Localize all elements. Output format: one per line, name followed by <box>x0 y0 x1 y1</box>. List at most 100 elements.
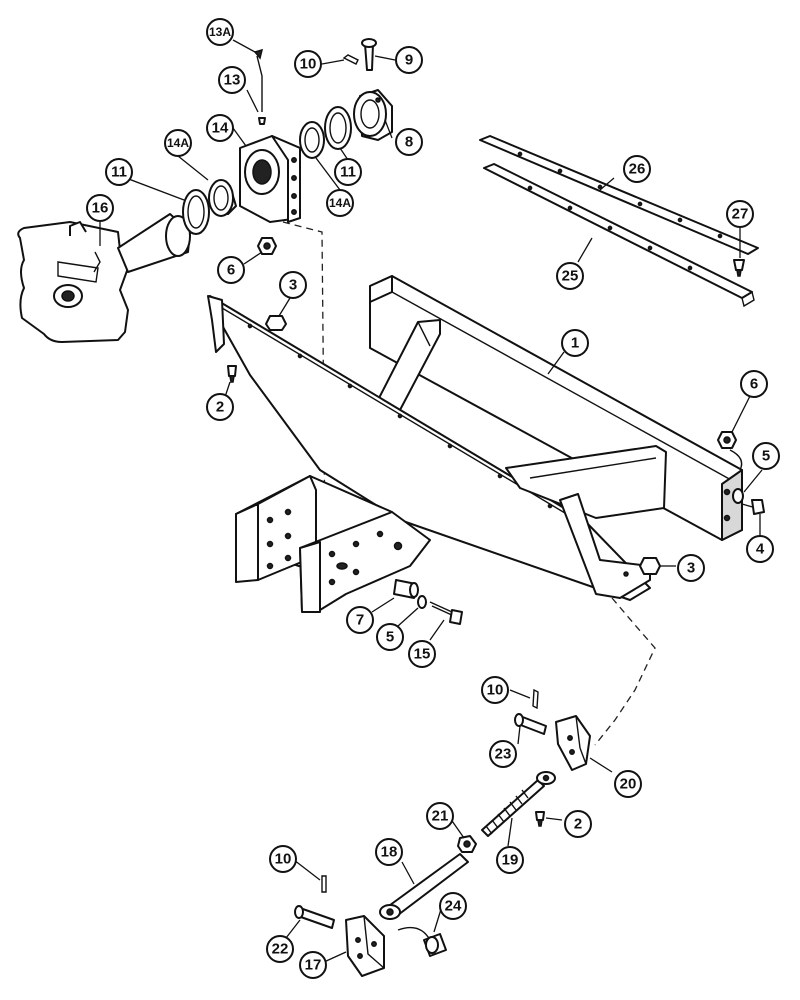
bolt-15 <box>429 601 463 625</box>
callout-23: 23 <box>489 740 517 768</box>
callout-17: 17 <box>299 951 327 979</box>
washer-5-mid <box>417 595 427 609</box>
leader-lines <box>99 39 763 963</box>
nut-3-top <box>265 315 287 331</box>
svg-text:14A: 14A <box>329 196 351 210</box>
callout-8: 8 <box>395 128 423 156</box>
callout-11-right: 11 <box>334 158 362 186</box>
svg-text:13: 13 <box>224 72 241 89</box>
pin-22 <box>294 905 335 929</box>
cotter-pin-10-mid <box>532 688 539 710</box>
svg-text:5: 5 <box>762 448 770 465</box>
callout-3-mid: 3 <box>677 554 705 582</box>
grease-fitting-13a <box>253 48 264 112</box>
bolt-4 <box>741 499 765 515</box>
svg-text:15: 15 <box>414 646 431 663</box>
callout-26: 26 <box>623 155 651 183</box>
nut-6-top <box>257 237 277 255</box>
callout-15: 15 <box>408 640 436 668</box>
svg-text:6: 6 <box>227 262 235 279</box>
svg-text:10: 10 <box>487 682 504 699</box>
svg-text:3: 3 <box>289 277 297 294</box>
bracket-20 <box>555 715 591 771</box>
callout-3-top: 3 <box>279 271 307 299</box>
grease-fitting-13 <box>258 117 266 125</box>
cotter-pin-10-bottom <box>321 875 327 893</box>
callout-6-right: 6 <box>740 370 768 398</box>
callout-13: 13 <box>218 66 246 94</box>
thrust-ring-11-left <box>182 189 210 235</box>
nut-6-right <box>717 431 737 449</box>
thrust-ring-11-right <box>324 106 352 150</box>
main-frame-1 <box>207 275 743 613</box>
svg-text:25: 25 <box>562 268 579 285</box>
callout-21: 21 <box>426 802 454 830</box>
callout-2-top: 2 <box>206 393 234 421</box>
callout-20: 20 <box>614 770 642 798</box>
callout-2-bottom: 2 <box>564 810 592 838</box>
svg-text:10: 10 <box>275 851 292 868</box>
callout-10-bottom: 10 <box>269 845 297 873</box>
svg-text:20: 20 <box>620 776 637 793</box>
callout-14: 14 <box>206 114 234 142</box>
svg-text:27: 27 <box>732 206 749 223</box>
svg-text:2: 2 <box>216 399 224 416</box>
svg-text:22: 22 <box>272 941 289 958</box>
bolt-2-bottom <box>535 811 545 827</box>
pin-9 <box>361 38 377 71</box>
callout-5-right: 5 <box>752 442 780 470</box>
svg-text:8: 8 <box>405 134 413 151</box>
spacer-7 <box>393 579 419 599</box>
callout-10-mid: 10 <box>481 676 509 704</box>
bushing-14a-left <box>208 179 237 217</box>
svg-text:19: 19 <box>502 852 519 869</box>
link-arm-18 <box>379 853 469 920</box>
svg-text:14: 14 <box>212 120 229 137</box>
svg-text:11: 11 <box>111 164 127 181</box>
callout-13a: 13A <box>206 18 234 46</box>
svg-text:9: 9 <box>405 52 413 69</box>
pivot-bracket-14 <box>239 135 301 223</box>
sleeve-24 <box>397 926 447 957</box>
callout-9: 9 <box>395 46 423 74</box>
svg-text:18: 18 <box>381 844 398 861</box>
bushing-14a-right <box>299 121 325 159</box>
callout-4: 4 <box>746 535 774 563</box>
callout-18: 18 <box>375 838 403 866</box>
callout-7: 7 <box>346 606 374 634</box>
svg-text:14A: 14A <box>167 136 189 150</box>
alignment-line-lower-bracket <box>594 597 656 746</box>
callout-25: 25 <box>556 262 584 290</box>
callout-10-top: 10 <box>294 50 322 78</box>
callout-1: 1 <box>561 329 589 357</box>
callout-14a-right: 14A <box>326 189 354 217</box>
callout-22: 22 <box>266 935 294 963</box>
svg-text:26: 26 <box>629 161 646 178</box>
cotter-pin-10-top <box>342 54 359 65</box>
callout-14a-left: 14A <box>164 129 192 157</box>
svg-text:10: 10 <box>300 56 317 73</box>
svg-text:24: 24 <box>445 898 462 915</box>
callout-27: 27 <box>726 200 754 228</box>
svg-text:21: 21 <box>432 808 449 825</box>
bracket-17 <box>345 915 385 977</box>
callout-19: 19 <box>496 846 524 874</box>
svg-text:23: 23 <box>495 746 512 763</box>
svg-text:16: 16 <box>92 200 109 217</box>
callout-11-left: 11 <box>105 158 133 186</box>
svg-text:11: 11 <box>340 164 356 181</box>
svg-text:13A: 13A <box>209 25 231 39</box>
callout-24: 24 <box>439 892 467 920</box>
bolt-27 <box>733 259 745 277</box>
pivot-shaft-16 <box>17 213 191 343</box>
svg-text:6: 6 <box>750 376 758 393</box>
callout-5-mid: 5 <box>376 623 404 651</box>
svg-text:4: 4 <box>756 541 765 558</box>
washer-5-right <box>732 488 744 504</box>
nut-21 <box>457 835 477 853</box>
svg-text:17: 17 <box>305 957 322 974</box>
svg-text:1: 1 <box>571 335 579 352</box>
callout-6-top: 6 <box>217 256 245 284</box>
pin-23 <box>514 713 547 735</box>
